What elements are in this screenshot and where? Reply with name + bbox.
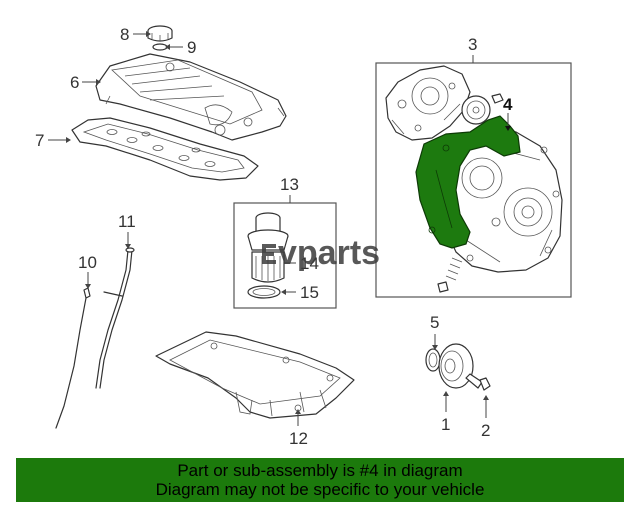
banner-line-2: Diagram may not be specific to your vehi… [155,480,485,499]
part-9-seal[interactable] [152,43,168,51]
part-3-dowel[interactable] [491,93,504,104]
watermark-logo: vparts [262,234,380,272]
part-12-oil-pan[interactable] [155,331,355,419]
part-3-sprocket[interactable] [461,95,491,125]
callout-2: 2 [481,421,490,440]
callout-12: 12 [289,429,308,448]
part-13-group-box [233,202,337,309]
banner-line-1: Part or sub-assembly is #4 in diagram [177,461,463,480]
part-3-spring[interactable] [437,257,463,293]
callout-1: 1 [441,415,450,434]
part-10-dipstick[interactable] [55,287,91,429]
callout-13: 13 [280,175,299,194]
part-2-bolt[interactable] [465,373,491,391]
watermark-text: vparts [278,234,380,272]
part-8-oil-cap[interactable] [147,25,173,42]
callout-11: 11 [118,212,136,231]
callout-4: 4 [503,95,513,114]
callout-6: 6 [70,73,79,92]
callout-3: 3 [468,35,477,54]
callout-10: 10 [78,253,97,272]
info-banner: Part or sub-assembly is #4 in diagram Di… [16,458,624,502]
part-5-seal[interactable] [425,348,441,372]
part-15-filter-seal[interactable] [247,285,281,299]
callout-7: 7 [35,131,44,150]
leader-lines [48,31,511,426]
callout-5: 5 [430,313,439,332]
part-3-timing-cover-lower[interactable] [443,127,563,273]
part-3-timing-cover-upper[interactable] [385,65,471,141]
part-7-valve-cover-gasket[interactable] [71,117,259,181]
callout-14: 14 [300,254,319,273]
callout-15: 15 [300,283,319,302]
part-11-dipstick-tube[interactable] [95,247,135,389]
callout-8: 8 [120,25,129,44]
part-1-pulley[interactable] [438,343,474,389]
part-6-valve-cover[interactable] [95,53,287,141]
callout-9: 9 [187,38,196,57]
part-14-oil-filter[interactable] [247,212,289,283]
part-4-timing-cover-gasket-highlighted[interactable] [415,115,521,249]
